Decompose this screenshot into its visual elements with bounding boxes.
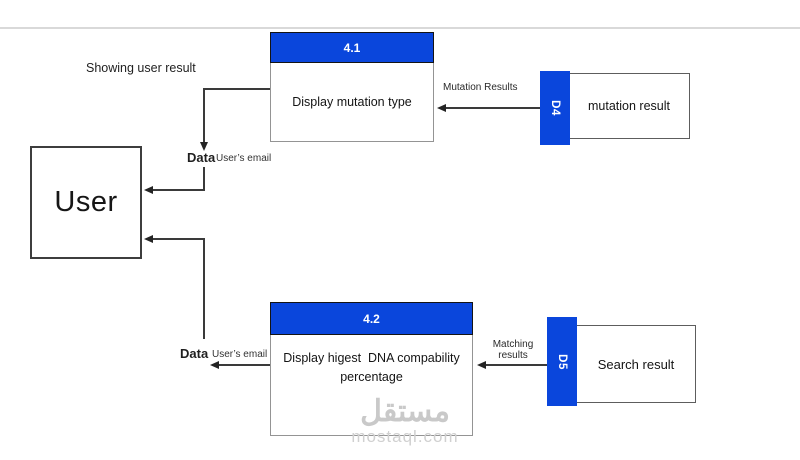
process-4-2-box: 4.2 Display higest DNA compability perce… — [270, 302, 473, 436]
datastore-d5-label: Search result — [597, 356, 675, 372]
datastore-d5-id: D5 — [555, 353, 568, 370]
process-4-1-label: Display mutation type — [292, 95, 412, 109]
flow-line — [203, 88, 205, 143]
flow-line — [203, 167, 205, 191]
process-4-2-id: 4.2 — [363, 311, 380, 326]
user-entity-label: User — [54, 186, 118, 218]
process-4-1-header: 4.1 — [270, 32, 434, 63]
arrowhead-left-icon — [210, 361, 219, 369]
flow-label-mutation-results: Mutation Results — [443, 82, 518, 93]
datastore-d4: mutation result D4 — [540, 71, 692, 145]
flow-label-matching-results: Matching results — [486, 339, 540, 361]
datastore-d5-tab: D5 — [547, 317, 577, 406]
flow-line — [203, 88, 270, 90]
process-4-2-label-line2: percentage — [340, 370, 403, 384]
user-entity-box: User — [30, 146, 142, 259]
datastore-d4-tab: D4 — [540, 71, 570, 145]
flow-label-matching-line2: results — [498, 350, 528, 361]
process-4-1-id: 4.1 — [343, 40, 361, 55]
flow-line — [151, 238, 205, 240]
arrowhead-left-icon — [144, 235, 153, 243]
flow-label-showing-user-result: Showing user result — [86, 61, 196, 75]
arrowhead-left-icon — [144, 186, 153, 194]
top-divider-line — [0, 27, 800, 29]
flow-line — [486, 364, 547, 366]
flow-label-matching-line1: Matching — [492, 339, 534, 350]
flow-line — [218, 364, 270, 366]
flow-label-data-top: Data — [187, 150, 216, 165]
datastore-d4-label: mutation result — [588, 99, 670, 113]
arrowhead-down-icon — [200, 142, 208, 151]
flow-line — [203, 238, 205, 339]
process-4-2-label-line1: Display higest DNA compability — [283, 351, 460, 365]
arrowhead-left-icon — [477, 361, 486, 369]
flow-line — [151, 189, 205, 191]
datastore-d4-id: D4 — [548, 100, 561, 116]
arrowhead-left-icon — [437, 104, 446, 112]
datastore-d5: Search result D5 — [547, 317, 697, 406]
process-4-2-header: 4.2 — [270, 302, 473, 335]
flow-line — [446, 107, 540, 109]
flow-label-data-bottom: Data — [180, 346, 209, 361]
process-4-1-box: 4.1 Display mutation type — [270, 32, 434, 142]
process-4-2-body: Display higest DNA compability percentag… — [270, 335, 473, 436]
flow-label-users-email-top: User’s email — [216, 153, 272, 164]
flow-label-users-email-bottom: User’s email — [212, 349, 268, 360]
process-4-1-body: Display mutation type — [270, 63, 434, 142]
